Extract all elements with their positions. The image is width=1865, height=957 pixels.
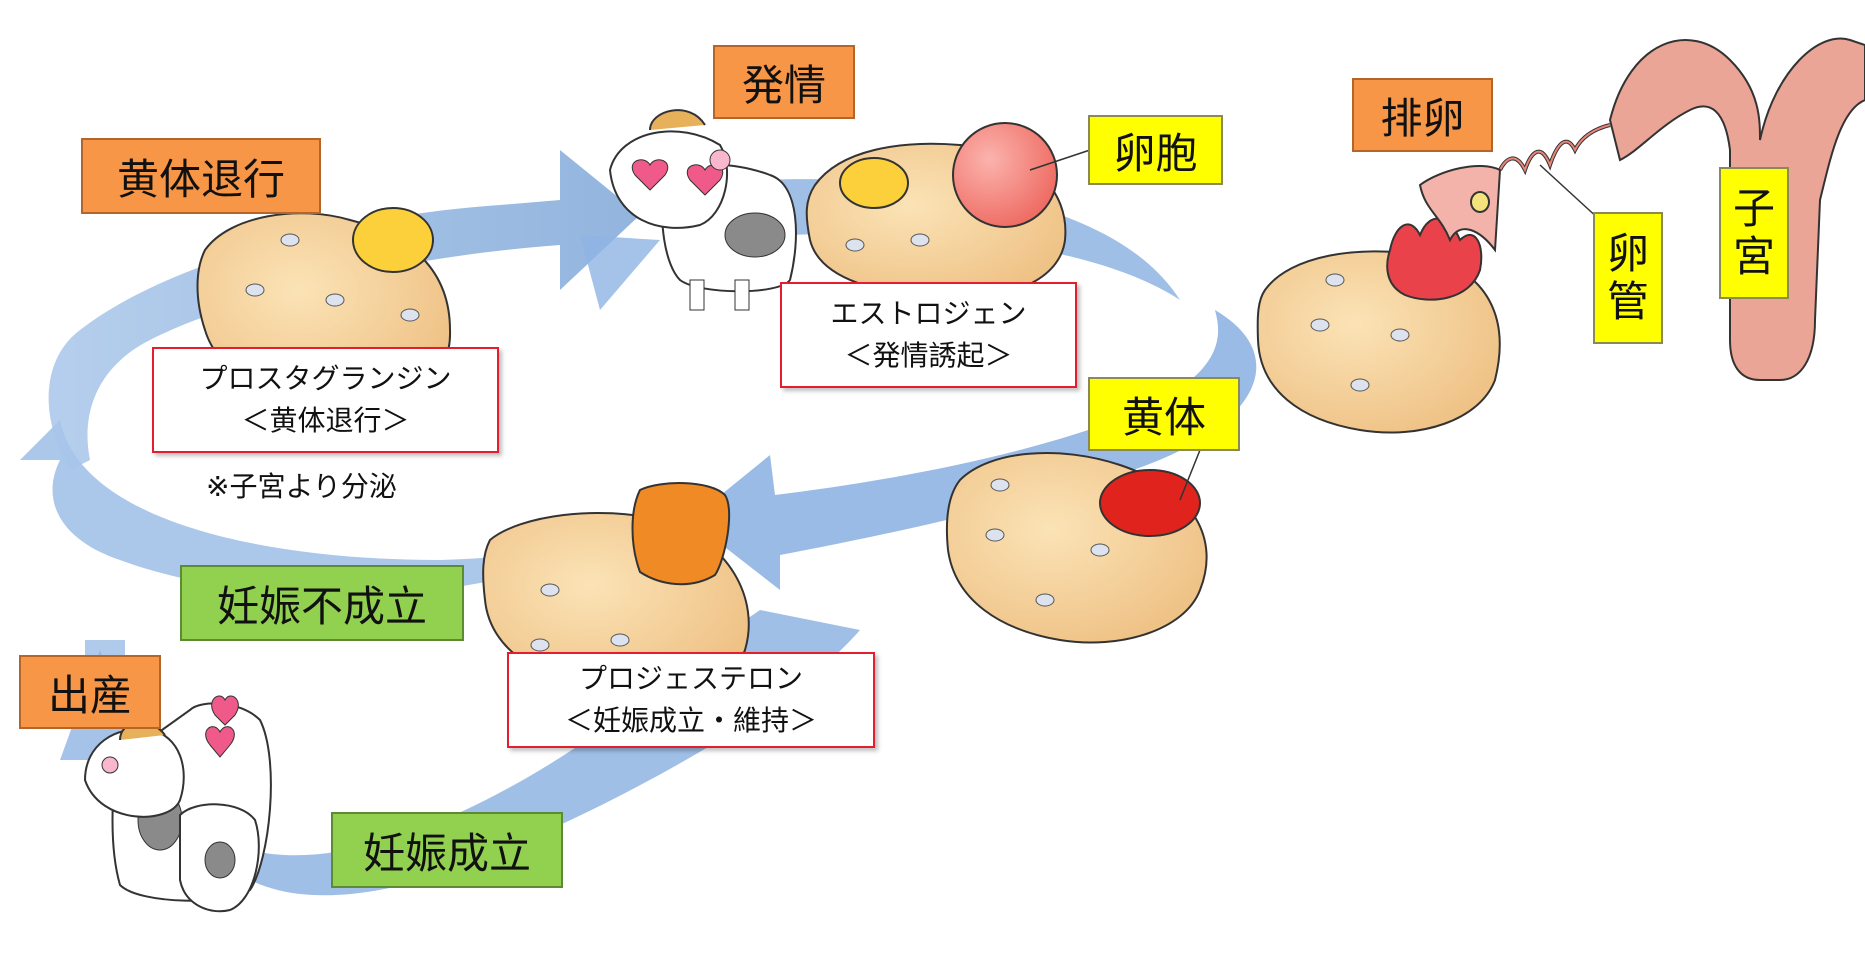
hormone-box-prostaglandin: プロスタグランジン ＜黄体退行＞ [152,347,499,453]
ovary-pregnancy [482,482,750,695]
cow-estrus-illustration [608,109,797,311]
ovary-ovulation [1256,217,1501,434]
label-pregnant: 妊娠成立 [331,812,563,888]
label-not-pregnant: 妊娠不成立 [180,565,464,641]
structure-label-oviduct: 卵 管 [1593,212,1663,344]
oviduct-char-1: 卵 [1606,229,1649,278]
stage-label-luteolysis: 黄体退行 [81,138,321,214]
structure-label-uterus: 子 宮 [1719,167,1789,299]
hormone-box-estrogen: エストロジェン ＜発情誘起＞ [780,282,1077,388]
cow-birth-illustration [83,695,272,913]
ovary-corpus-luteum [945,449,1208,644]
ovary-estrus [805,122,1091,300]
structure-label-follicle: 卵胞 [1088,115,1223,185]
oviduct-char-2: 管 [1606,277,1649,326]
prostaglandin-source-note: ※子宮より分泌 [206,470,397,503]
stage-label-ovulation: 排卵 [1352,78,1493,152]
hormone-role-prostaglandin: ＜黄体退行＞ [241,404,410,437]
hormone-role-progesterone: ＜妊娠成立・維持＞ [564,704,817,737]
hormone-box-progesterone: プロジェステロン ＜妊娠成立・維持＞ [507,652,875,748]
hormone-name-estrogen: エストロジェン [830,297,1027,330]
stage-label-estrus: 発情 [713,45,855,119]
hormone-name-progesterone: プロジェステロン [578,662,803,695]
uterus-char-1: 子 [1732,184,1775,233]
structure-label-corpus-luteum: 黄体 [1088,377,1240,451]
stage-label-birth: 出産 [19,655,161,729]
hormone-name-prostaglandin: プロスタグランジン [199,362,452,395]
hormone-role-estrogen: ＜発情誘起＞ [844,339,1013,372]
uterus-char-2: 宮 [1732,232,1775,281]
